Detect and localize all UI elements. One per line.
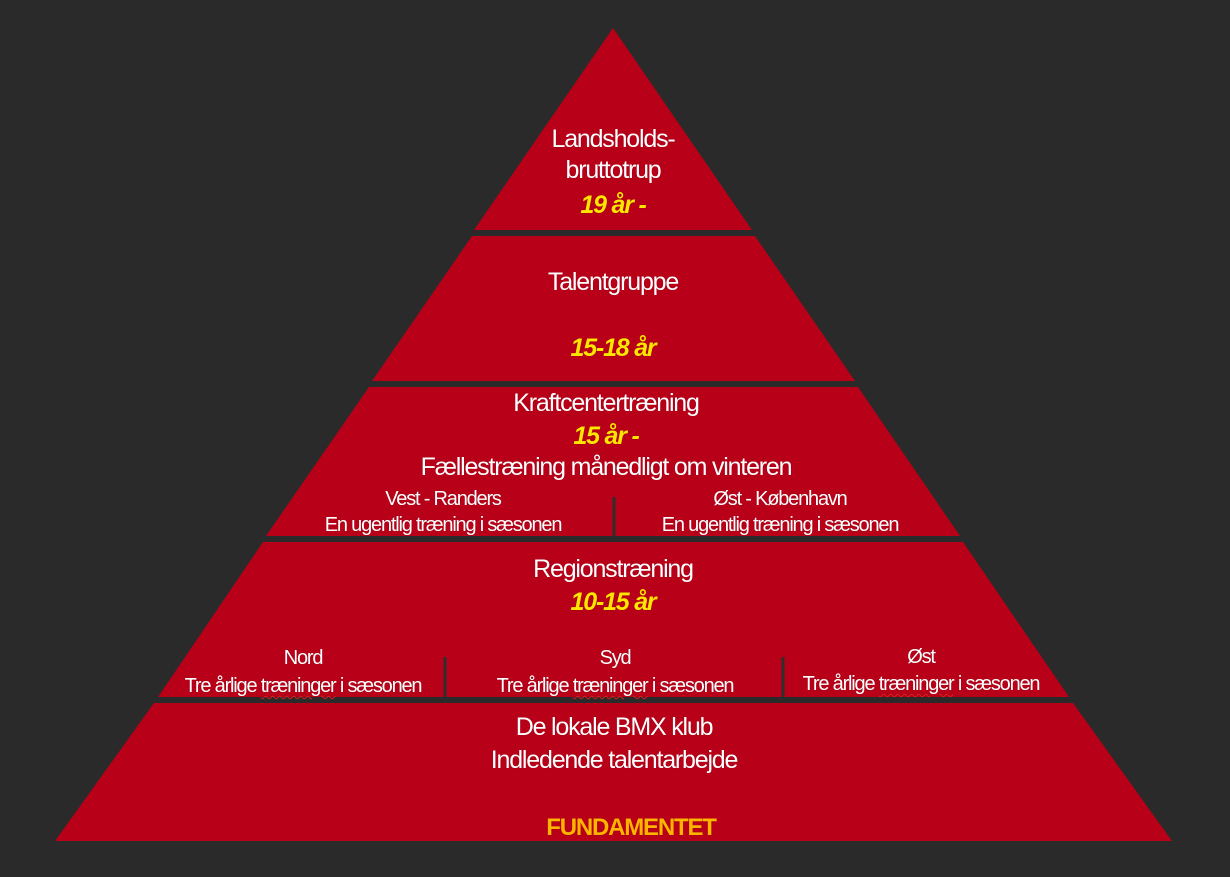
tier-talentgruppe-age: 15-18 år	[570, 334, 657, 362]
tier-kraftcenter-age: 15 år -	[573, 422, 639, 450]
tier-landshold-title-line1: Landsholds-	[551, 125, 675, 153]
kraftcenter-section-ost-name: Øst - København	[713, 488, 847, 510]
tier-region-shape	[158, 542, 1069, 697]
tier-landshold-title-line2: bruttotrup	[565, 156, 661, 184]
region-section-syd-name: Syd	[599, 647, 632, 669]
region-section-ost-detail: Tre årlige træninger i sæsonen	[802, 673, 1041, 695]
region-section-syd-detail: Tre årlige træninger i sæsonen	[496, 675, 735, 697]
tier-talentgruppe-title: Talentgruppe	[547, 268, 679, 296]
region-section-ost-name: Øst	[907, 646, 936, 668]
region-section-nord-detail: Tre årlige træninger i sæsonen	[184, 675, 423, 697]
tier-lokale-title-line2: Indledende talentarbejde	[490, 746, 739, 774]
tier-landshold-shape	[474, 28, 752, 230]
tier-landshold-age: 19 år -	[580, 191, 646, 219]
kraftcenter-section-vest-detail: En ugentlig træning i sæsonen	[324, 514, 563, 536]
tier-talentgruppe-shape	[372, 236, 855, 381]
kraftcenter-section-ost-detail: En ugentlig træning i sæsonen	[661, 514, 900, 536]
tier-kraftcenter-title: Kraftcentertræning	[513, 389, 700, 417]
tier-kraftcenter-shape	[266, 387, 960, 536]
tier-lokale-foundation-label: FUNDAMENTET	[546, 814, 717, 841]
tier-kraftcenter-subtitle: Fællestræning månedligt om vinteren	[420, 453, 793, 481]
region-section-nord-name: Nord	[283, 647, 324, 669]
tier-lokale-shape	[55, 703, 1172, 841]
kraftcenter-section-vest-name: Vest - Randers	[385, 488, 502, 510]
tier-region-title: Regionstræning	[533, 555, 694, 583]
tier-lokale-title-line1: De lokale BMX klub	[515, 713, 714, 741]
tier-region-age: 10-15 år	[570, 588, 657, 616]
